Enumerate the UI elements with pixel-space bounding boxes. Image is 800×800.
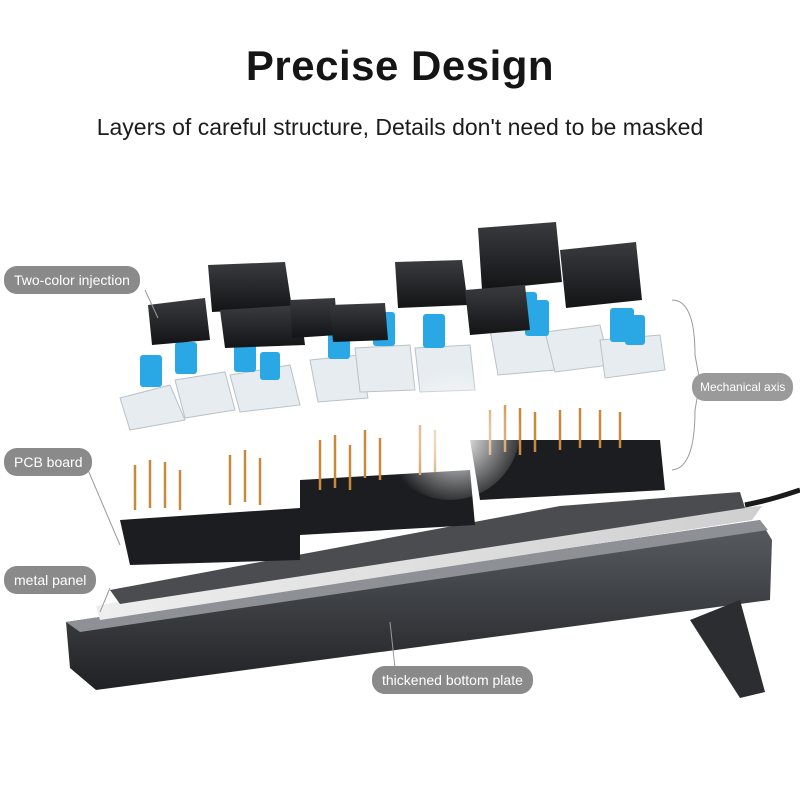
light-glow bbox=[380, 360, 520, 500]
switch-housings bbox=[119, 324, 666, 431]
page-subtitle: Layers of careful structure, Details don… bbox=[96, 114, 704, 140]
bottom-plate bbox=[66, 520, 772, 698]
thickened-bottom-plate-label: thickened bottom plate bbox=[372, 666, 533, 694]
keycaps bbox=[148, 222, 642, 348]
usb-cable bbox=[744, 487, 800, 508]
pcb-board-label: PCB board bbox=[4, 448, 93, 476]
metal-panel-label: metal panel bbox=[4, 566, 97, 594]
switch-stems bbox=[140, 292, 645, 387]
metal-panel bbox=[96, 492, 762, 620]
mechanical-axis-label: Mechanical axis bbox=[692, 373, 794, 401]
page-title: Precise Design bbox=[245, 42, 555, 89]
two-color-injection-label: Two-color injection bbox=[4, 266, 140, 294]
